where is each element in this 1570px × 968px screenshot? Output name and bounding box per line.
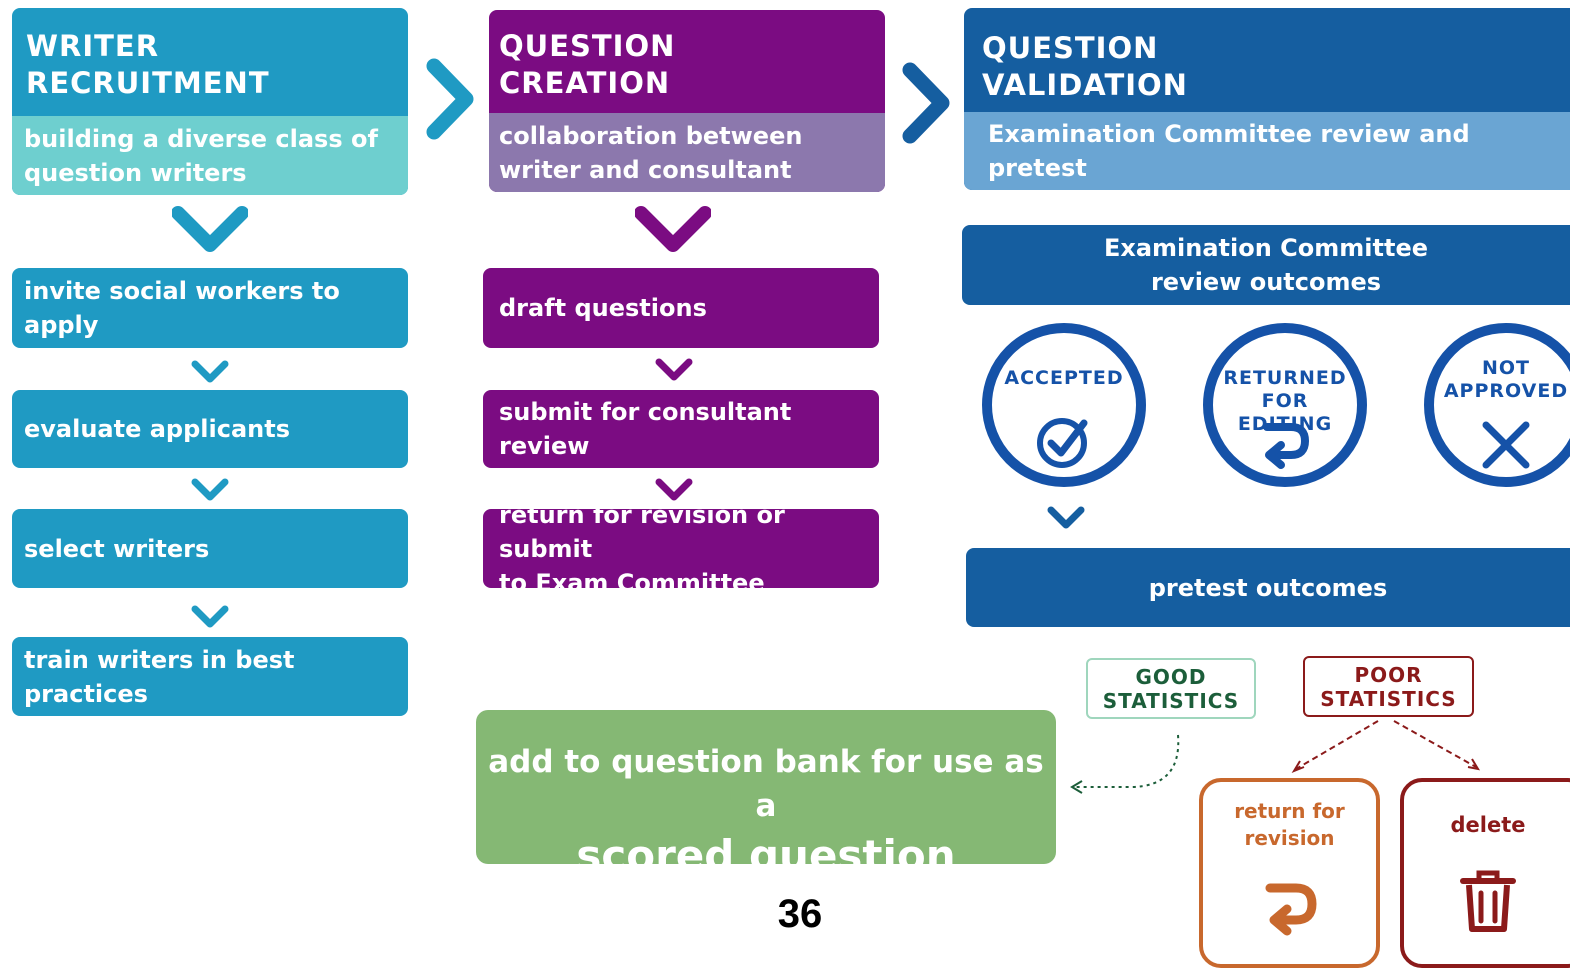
arrowhead-icon <box>1467 758 1481 771</box>
poor-stats-line1: POOR <box>1354 662 1423 687</box>
outcome-label-line1: RETURNED <box>1223 367 1347 389</box>
good-statistics-box: GOOD STATISTICS <box>1086 658 1256 719</box>
check-circle-icon <box>992 413 1136 469</box>
good-stats-line1: GOOD <box>1135 664 1207 689</box>
validation-title-line1: QUESTION <box>982 31 1159 65</box>
validation-title: QUESTION VALIDATION <box>964 8 1570 104</box>
bank-line2: scored question <box>576 831 956 880</box>
validation-title-line2: VALIDATION <box>982 68 1188 102</box>
outcome-label-line1: NOT <box>1481 357 1530 379</box>
step-text-line2: apply <box>24 311 99 339</box>
creation-subtitle: collaboration between writer and consult… <box>489 113 885 192</box>
poor-to-return-connector <box>1295 720 1379 770</box>
trash-icon <box>1404 869 1570 933</box>
recruitment-title-line1: WRITER <box>26 29 160 63</box>
recruitment-subtitle-line2: question writers <box>24 158 247 187</box>
chevron-down-icon <box>654 476 694 504</box>
page-number: 36 <box>777 892 823 936</box>
step-return-or-submit: return for revision or submit to Exam Co… <box>483 501 879 597</box>
pretest-outcomes-bar: pretest outcomes <box>966 548 1570 627</box>
chevron-down-icon <box>1046 504 1086 532</box>
step-text-line2: to Exam Committee <box>499 568 765 597</box>
step-train-writers: train writers in best practices <box>12 637 408 716</box>
return-arrow-icon <box>1203 880 1376 936</box>
connector-arrows <box>1070 720 1481 794</box>
step-text-line1: select writers <box>24 534 210 563</box>
chevron-down-icon <box>190 358 230 386</box>
creation-title-line2: CREATION <box>499 66 671 100</box>
delete-box: delete <box>1400 778 1570 968</box>
pretest-outcomes-text: pretest outcomes <box>1148 573 1388 602</box>
recruitment-subtitle-line1: building a diverse class of <box>24 124 378 153</box>
good-stats-line2: STATISTICS <box>1102 688 1240 713</box>
creation-subtitle-line2: writer and consultant <box>499 155 792 184</box>
creation-title-line1: QUESTION <box>499 29 676 63</box>
step-text-line1: return for revision or submit <box>499 500 785 563</box>
outcome-label-line2: APPROVED <box>1443 380 1569 402</box>
step-evaluate-applicants: evaluate applicants <box>12 390 408 468</box>
outcome-returned-for-editing: RETURNED FOR EDITING <box>1203 323 1367 487</box>
return-line2: revision <box>1244 826 1335 850</box>
step-draft-questions: draft questions <box>483 268 879 348</box>
step-invite-social-workers: invite social workers to apply <box>12 268 408 348</box>
recruitment-title: WRITER RECRUITMENT <box>12 8 408 102</box>
chevron-down-icon <box>635 205 711 255</box>
return-line1: return for <box>1234 799 1345 823</box>
creation-title: QUESTION CREATION <box>489 10 885 102</box>
review-outcomes-line2: review outcomes <box>1150 268 1382 296</box>
validation-subtitle-text: Examination Committee review and pretest <box>988 120 1470 182</box>
outcome-label: ACCEPTED <box>992 367 1136 390</box>
good-stats-connector <box>1076 734 1180 788</box>
outcome-not-approved: NOT APPROVED <box>1424 323 1570 487</box>
outcome-accepted: ACCEPTED <box>982 323 1146 487</box>
recruitment-subtitle: building a diverse class of question wri… <box>12 116 408 195</box>
chevron-right-icon <box>900 62 954 144</box>
chevron-down-icon <box>172 205 248 255</box>
step-text-line1: submit for consultant <box>499 398 792 426</box>
x-icon <box>1434 419 1570 471</box>
question-bank-box: add to question bank for use as a scored… <box>476 710 1056 880</box>
return-arrow-icon <box>1213 419 1357 471</box>
review-outcomes-bar: Examination Committee review outcomes <box>962 225 1570 305</box>
step-text-line1: invite social workers to <box>24 277 340 305</box>
poor-stats-line2: STATISTICS <box>1320 686 1457 711</box>
outcome-label-line1: ACCEPTED <box>1004 367 1124 389</box>
return-for-revision-box: return for revision <box>1199 778 1380 968</box>
step-text-line1: draft questions <box>499 294 707 322</box>
poor-to-delete-connector <box>1393 720 1477 768</box>
chevron-right-icon <box>424 58 478 140</box>
arrowhead-icon <box>1070 780 1083 794</box>
step-text-line1: evaluate applicants <box>24 415 291 443</box>
step-select-writers: select writers <box>12 509 408 588</box>
step-text-line1: train writers in best <box>24 645 295 674</box>
step-text-line2: review <box>499 432 590 460</box>
step-text-line2: practices <box>24 679 148 708</box>
chevron-down-icon <box>190 476 230 504</box>
outcome-label: NOT APPROVED <box>1434 357 1570 403</box>
arrowhead-icon <box>1291 760 1305 774</box>
poor-statistics-box: POOR STATISTICS <box>1303 656 1474 717</box>
validation-subtitle: Examination Committee review and pretest <box>964 112 1570 190</box>
step-submit-consultant-review: submit for consultant review <box>483 390 879 468</box>
review-outcomes-line1: Examination Committee <box>1103 234 1429 262</box>
chevron-down-icon <box>190 603 230 631</box>
delete-label: delete <box>1450 813 1526 837</box>
creation-subtitle-line1: collaboration between <box>499 121 803 150</box>
recruitment-title-line2: RECRUITMENT <box>26 66 270 100</box>
bank-line1: add to question bank for use as a <box>488 744 1044 824</box>
chevron-down-icon <box>654 356 694 384</box>
